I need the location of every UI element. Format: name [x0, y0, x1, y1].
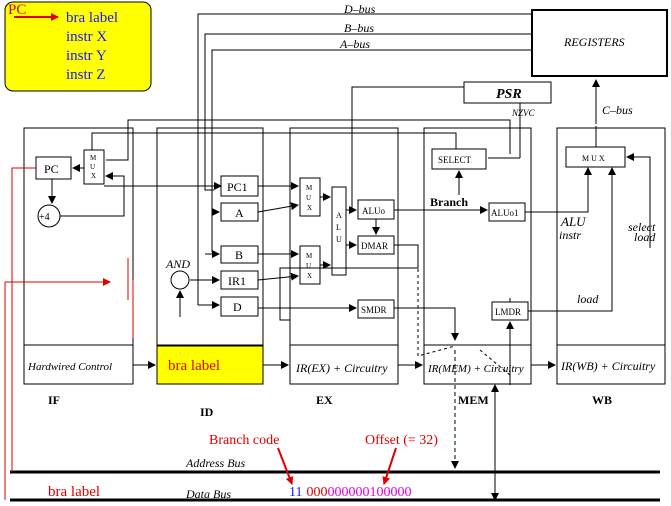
b-label: B: [235, 248, 243, 262]
mem-stage-box: [423, 127, 532, 385]
alu0-label: ALUo: [362, 206, 385, 216]
d-bus-line: [197, 13, 532, 198]
bits-branch-code: 11: [289, 485, 302, 500]
ir1-label: IR1: [228, 274, 246, 288]
svg-text:M: M: [306, 184, 313, 192]
wb-mux-label: M U X: [582, 154, 605, 163]
c-bus-label: C–bus: [602, 103, 633, 117]
svg-text:X: X: [91, 172, 96, 180]
instruction-bits: 11 000000000100000: [289, 485, 411, 500]
branch-code-label: Branch code: [209, 433, 279, 448]
smdr-label: SMDR: [361, 305, 387, 315]
b-bus-line: [204, 33, 532, 191]
psr-box: [463, 81, 552, 104]
psr-label: PSR: [496, 87, 522, 102]
select-label: SELECT: [438, 155, 472, 165]
bra-label-bottom: bra label: [48, 484, 100, 500]
pc1-label: PC1: [227, 180, 248, 194]
d-bus-label: D–bus: [343, 2, 376, 16]
ex-control-label: IR(EX) + Circuitry: [295, 361, 388, 375]
branch-label: Branch: [430, 195, 468, 209]
if-mux-label-m: M: [90, 154, 97, 162]
if-stage-name: IF: [48, 393, 60, 407]
wb-select-label: select: [628, 220, 656, 234]
instr-0: bra label: [66, 10, 118, 26]
instr-1: instr X: [66, 29, 107, 45]
svg-text:M: M: [306, 252, 313, 260]
id-stage-name: ID: [200, 405, 214, 419]
address-bus-label: Address Bus: [185, 456, 246, 470]
if-stage-box: [23, 127, 134, 385]
a-label: A: [235, 206, 244, 220]
b-bus-label: B–bus: [344, 21, 374, 35]
wb-load-label: load: [634, 230, 656, 244]
alu-unit: [331, 186, 347, 276]
id-control-label: bra label: [168, 358, 220, 374]
lmdr-label: LMDR: [495, 307, 521, 317]
ex-stage-box: [289, 127, 399, 385]
d-label: D: [233, 300, 242, 314]
wb-stage-name: WB: [592, 393, 612, 407]
wb-load-path-label: load: [577, 292, 599, 306]
offset-label: Offset (= 32): [365, 433, 438, 448]
svg-text:X: X: [307, 204, 312, 212]
instr-2: instr Y: [66, 48, 107, 64]
registers-box: [531, 9, 668, 77]
if-mux: [83, 149, 105, 185]
bits-offset: 000000100000: [327, 485, 411, 500]
and-label: AND: [165, 257, 190, 271]
a-bus-label: A–bus: [339, 37, 370, 51]
d-register: [220, 296, 259, 317]
a-bus-line: [211, 49, 532, 252]
alu01-label: ALUo1: [491, 208, 519, 218]
plus4-label: +4: [39, 212, 50, 223]
dmar-label: DMAR: [361, 241, 388, 251]
wb-alu-label: ALU: [560, 214, 587, 229]
wb-control-label: IR(WB) + Circuitry: [560, 359, 656, 373]
and-gate: [170, 270, 190, 290]
mem-control-label: IR(MEM) + Circuitry: [427, 363, 524, 375]
wb-instr-label: instr: [559, 228, 581, 242]
psr-to-ex-line: [351, 86, 464, 208]
mem-stage-name: MEM: [458, 393, 489, 407]
pc-register-label: PC: [44, 162, 59, 176]
svg-text:U: U: [306, 194, 311, 202]
instr-3: instr Z: [66, 67, 106, 83]
registers-label: REGISTERS: [563, 35, 625, 49]
if-control-label: Hardwired Control: [27, 361, 112, 373]
svg-text:X: X: [307, 272, 312, 280]
smdr-register: [357, 299, 395, 319]
bits-zero: 000: [306, 485, 327, 500]
pc-label: PC: [8, 2, 26, 18]
program-box: PC bra label instr X instr Y instr Z: [4, 1, 152, 92]
ex-stage-name: EX: [316, 393, 333, 407]
svg-text:U: U: [90, 163, 95, 171]
svg-text:U: U: [306, 262, 311, 270]
wb-stage-box: [556, 127, 666, 385]
svg-text:A: A: [336, 211, 342, 220]
select-unit: [431, 148, 487, 170]
data-bus-label: Data Bus: [185, 487, 231, 501]
svg-text:U: U: [336, 235, 342, 244]
psr-flags: NZVC: [511, 108, 536, 118]
svg-text:L: L: [336, 223, 341, 232]
